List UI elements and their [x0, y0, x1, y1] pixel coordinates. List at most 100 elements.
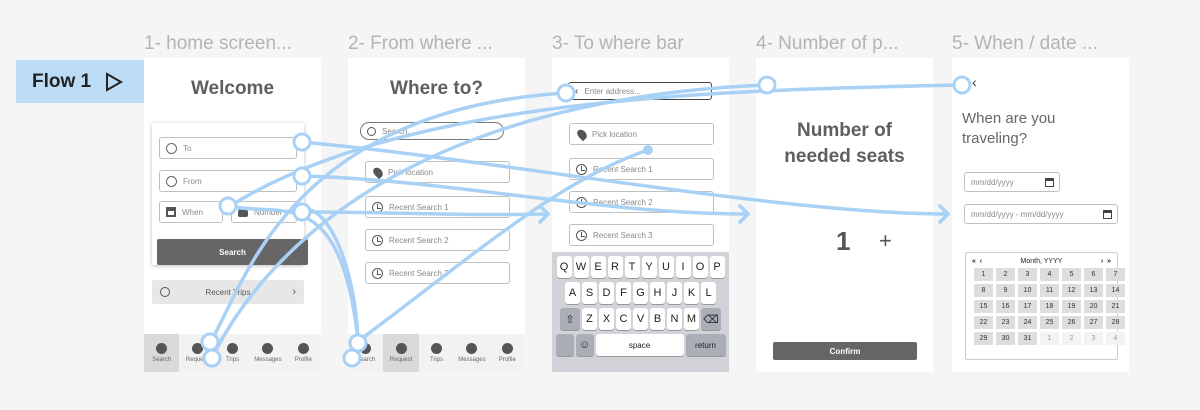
calendar-day[interactable]: 30 [996, 332, 1015, 345]
calendar-day[interactable]: 2 [996, 268, 1015, 281]
key-h[interactable]: H [650, 282, 665, 304]
calendar-day[interactable]: 24 [1018, 316, 1037, 329]
key-t[interactable]: T [624, 256, 640, 278]
nav-search[interactable]: Search [348, 334, 383, 372]
recent-search-item[interactable]: Recent Search 2 [569, 191, 714, 213]
calendar-day[interactable]: 20 [1084, 300, 1103, 313]
shift-key[interactable]: ⇧ [560, 308, 580, 330]
numbers-key[interactable] [555, 334, 574, 356]
next-year-icon[interactable]: › » [1100, 258, 1111, 265]
calendar-day[interactable]: 31 [1018, 332, 1037, 345]
key-x[interactable]: X [599, 308, 614, 330]
calendar-day[interactable]: 15 [974, 300, 993, 313]
key-b[interactable]: B [650, 308, 665, 330]
calendar-day[interactable]: 3 [1018, 268, 1037, 281]
search-input[interactable]: Search... [360, 122, 504, 140]
prev-year-icon[interactable]: « ‹ [972, 258, 983, 265]
confirm-button[interactable]: Confirm [773, 342, 917, 360]
key-v[interactable]: V [633, 308, 648, 330]
return-key[interactable]: return [685, 334, 726, 356]
calendar-day[interactable]: 19 [1062, 300, 1081, 313]
recent-search-item[interactable]: Recent Search 1 [365, 196, 510, 218]
key-a[interactable]: A [565, 282, 580, 304]
from-field[interactable]: From [159, 170, 297, 192]
key-r[interactable]: R [607, 256, 623, 278]
space-key[interactable]: space [595, 334, 684, 356]
calendar-day[interactable]: 26 [1062, 316, 1081, 329]
calendar-day[interactable]: 29 [974, 332, 993, 345]
key-i[interactable]: I [675, 256, 691, 278]
calendar-day[interactable]: 13 [1084, 284, 1103, 297]
address-input[interactable]: ‹Enter address... [568, 82, 712, 100]
calendar-day[interactable]: 17 [1018, 300, 1037, 313]
key-d[interactable]: D [599, 282, 614, 304]
calendar-day[interactable]: 5 [1062, 268, 1081, 281]
recent-search-item[interactable]: Recent Search 3 [365, 262, 510, 284]
key-y[interactable]: Y [641, 256, 657, 278]
nav-profile[interactable]: Profile [286, 334, 321, 372]
calendar-day[interactable]: 23 [996, 316, 1015, 329]
recent-trips-button[interactable]: Recent Trips › [152, 280, 304, 304]
key-c[interactable]: C [616, 308, 631, 330]
when-field[interactable]: When [159, 201, 223, 223]
calendar-day[interactable]: 4 [1040, 268, 1059, 281]
key-g[interactable]: G [633, 282, 648, 304]
calendar-day[interactable]: 1 [1040, 332, 1059, 345]
calendar-day[interactable]: 21 [1106, 300, 1125, 313]
pick-location-button[interactable]: Pick location [365, 161, 510, 183]
search-button[interactable]: Search [157, 239, 308, 265]
single-date-input[interactable]: mm/dd/yyyy [964, 172, 1060, 192]
nav-messages[interactable]: Messages [454, 334, 489, 372]
emoji-key[interactable]: ☺ [575, 334, 594, 356]
nav-trips[interactable]: Trips [215, 334, 250, 372]
flow-start-tag[interactable]: Flow 1 [16, 60, 144, 103]
calendar-day[interactable]: 8 [974, 284, 993, 297]
key-p[interactable]: P [709, 256, 725, 278]
calendar-day[interactable]: 1 [974, 268, 993, 281]
number-field[interactable]: Number [231, 201, 297, 223]
calendar-day[interactable]: 10 [1018, 284, 1037, 297]
key-l[interactable]: L [701, 282, 716, 304]
nav-trips[interactable]: Trips [419, 334, 454, 372]
key-k[interactable]: K [684, 282, 699, 304]
calendar-day[interactable]: 14 [1106, 284, 1125, 297]
nav-messages[interactable]: Messages [250, 334, 285, 372]
nav-search[interactable]: Search [144, 334, 180, 372]
date-range-input[interactable]: mm/dd/yyyy - mm/dd/yyyy [964, 204, 1118, 224]
key-m[interactable]: M [684, 308, 699, 330]
key-z[interactable]: Z [582, 308, 597, 330]
to-field[interactable]: To [159, 137, 297, 159]
calendar-day[interactable]: 12 [1062, 284, 1081, 297]
calendar-day[interactable]: 16 [996, 300, 1015, 313]
key-w[interactable]: W [573, 256, 589, 278]
recent-search-item[interactable]: Recent Search 2 [365, 229, 510, 251]
calendar-day[interactable]: 22 [974, 316, 993, 329]
recent-search-item[interactable]: Recent Search 1 [569, 158, 714, 180]
calendar-day[interactable]: 4 [1106, 332, 1125, 345]
nav-profile[interactable]: Profile [490, 334, 525, 372]
backspace-key[interactable]: ⌫ [701, 308, 721, 330]
calendar-day[interactable]: 11 [1040, 284, 1059, 297]
calendar-day[interactable]: 3 [1084, 332, 1103, 345]
calendar-day[interactable]: 6 [1084, 268, 1103, 281]
key-q[interactable]: Q [556, 256, 572, 278]
calendar-day[interactable]: 28 [1106, 316, 1125, 329]
calendar-day[interactable]: 7 [1106, 268, 1125, 281]
nav-request[interactable]: Request [383, 334, 419, 372]
calendar-day[interactable]: 27 [1084, 316, 1103, 329]
calendar-day[interactable]: 2 [1062, 332, 1081, 345]
key-e[interactable]: E [590, 256, 606, 278]
key-u[interactable]: U [658, 256, 674, 278]
calendar-day[interactable]: 9 [996, 284, 1015, 297]
recent-search-item[interactable]: Recent Search 3 [569, 224, 714, 246]
key-j[interactable]: J [667, 282, 682, 304]
back-icon[interactable]: ‹ [772, 74, 777, 90]
key-o[interactable]: O [692, 256, 708, 278]
key-f[interactable]: F [616, 282, 631, 304]
calendar-day[interactable]: 18 [1040, 300, 1059, 313]
increment-button[interactable]: + [879, 228, 892, 253]
back-icon[interactable]: ‹ [972, 74, 977, 90]
pick-location-button[interactable]: Pick location [569, 123, 714, 145]
nav-request[interactable]: Request [179, 334, 214, 372]
calendar-day[interactable]: 25 [1040, 316, 1059, 329]
